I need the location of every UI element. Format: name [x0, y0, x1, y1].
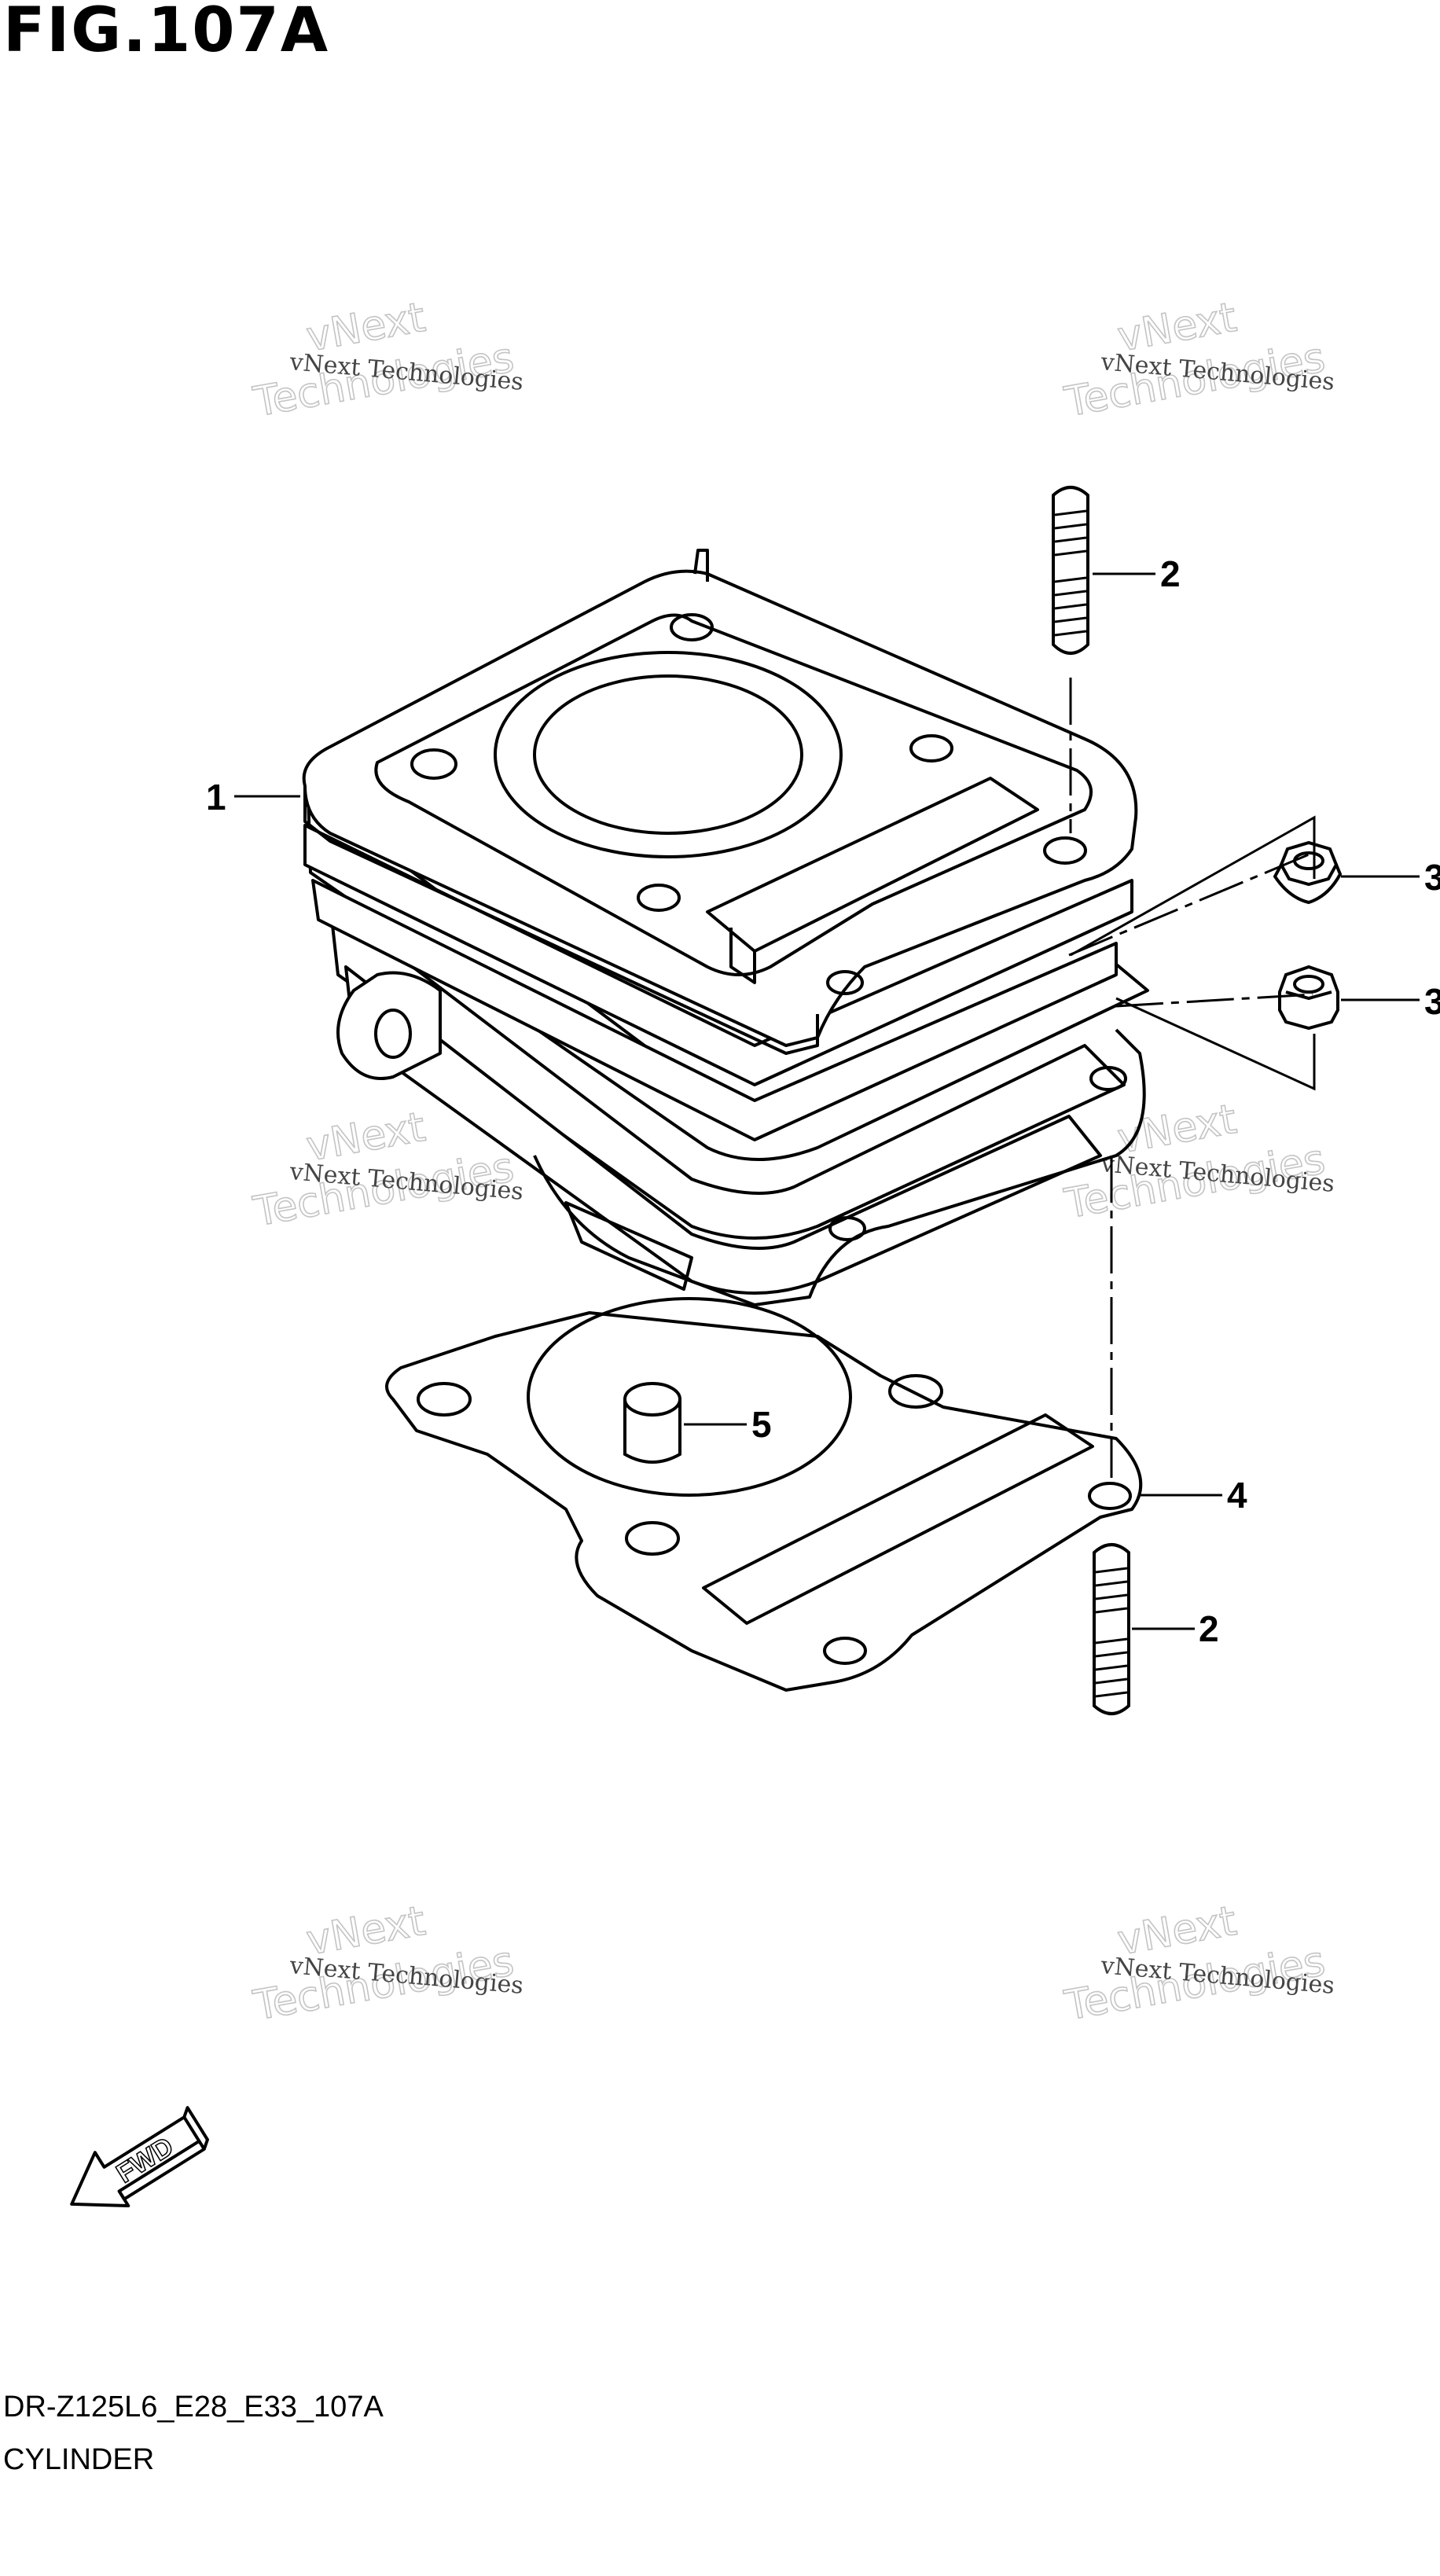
nut-bore [1293, 851, 1324, 870]
gasket-hole [1088, 1482, 1132, 1510]
stud-upper-part [1052, 486, 1089, 655]
watermark: vNext Technologies vNext Technologies [1060, 1897, 1335, 2030]
callout-leaders [234, 572, 1420, 1630]
ref-line-nut-lower [1115, 993, 1313, 1008]
cylinder-body [533, 1028, 1146, 1306]
watermark: vNext Technologies vNext Technologies [1060, 293, 1335, 427]
bolt-hole [828, 1216, 866, 1241]
callout-label: 5 [751, 1404, 772, 1445]
dowel-pin-part [623, 1382, 681, 1464]
callout-label: 4 [1227, 1475, 1247, 1516]
hex-nut-part [1278, 965, 1339, 1031]
reference-bracket [1070, 815, 1316, 1091]
stud-thread [1095, 1567, 1128, 1698]
bracket-lower [1115, 997, 1316, 1091]
figure-title: FIG.107A [3, 0, 330, 66]
bracket-upper [1070, 815, 1316, 957]
fwd-arrow: FWD [70, 2106, 209, 2208]
cylinder-stub [336, 971, 442, 1080]
callout-label: 2 [1160, 553, 1181, 594]
stud-thread [1054, 509, 1087, 637]
callout-label: 3 [1424, 981, 1440, 1022]
callout-labels: 1 2 3 3 4 2 5 [206, 553, 1440, 1649]
cylinder-chain-tunnel [729, 928, 756, 984]
bolt-hole [637, 884, 681, 912]
gasket-hole [888, 1374, 943, 1409]
gasket-outline [385, 1311, 1143, 1692]
cylinder-fin [311, 879, 1118, 1141]
cylinder-fin [344, 965, 1102, 1295]
diagram-name: CYLINDER [3, 2443, 155, 2476]
cylinder-part [302, 549, 1149, 1306]
bolt-hole [909, 734, 953, 763]
watermark: vNext Technologies vNext Technologies [249, 293, 524, 427]
watermark: vNext Technologies vNext Technologies [249, 1897, 524, 2030]
callout-label: 1 [206, 777, 226, 818]
bolt-hole [826, 970, 864, 995]
cylinder-bore-inner [533, 674, 803, 835]
cylinder-fin [329, 902, 1126, 1240]
ref-line-nut-upper [1068, 851, 1313, 957]
gasket-part [385, 1297, 1143, 1692]
cylinder-tab [693, 549, 709, 582]
callout-label: 2 [1199, 1608, 1219, 1649]
nut-bore [1293, 975, 1324, 994]
bolt-hole [670, 613, 714, 641]
cylinder-fin [303, 824, 1133, 1086]
reference-lines [1068, 678, 1313, 1478]
stud-lower-part [1093, 1543, 1130, 1715]
gasket-slot [702, 1413, 1094, 1625]
diagram-code: DR-Z125L6_E28_E33_107A [3, 2390, 384, 2423]
callout-label: 3 [1424, 857, 1440, 898]
nut-hex-edge [1285, 990, 1332, 1001]
stud-body [1052, 486, 1089, 655]
cylinder-top-deck-edge [303, 786, 819, 1055]
gasket-bore [527, 1297, 852, 1497]
gasket-hole [417, 1382, 472, 1417]
dowel-pin-body [623, 1399, 681, 1464]
bolt-hole [410, 748, 457, 780]
bolt-hole [1043, 836, 1087, 865]
flange-nut-part [1273, 840, 1343, 905]
cylinder-stub-end [374, 1009, 412, 1059]
stud-body [1093, 1543, 1130, 1715]
gasket-hole [823, 1637, 867, 1665]
fwd-arrow-depth [117, 2106, 209, 2201]
gasket-hole [625, 1521, 680, 1556]
cylinder-base-port [564, 1201, 693, 1291]
cylinder-bore [494, 651, 843, 858]
fwd-arrow-shape [70, 2115, 201, 2208]
dowel-pin-top [623, 1382, 681, 1417]
bolt-hole [1089, 1066, 1127, 1091]
cylinder-chain-tunnel [706, 777, 1039, 953]
